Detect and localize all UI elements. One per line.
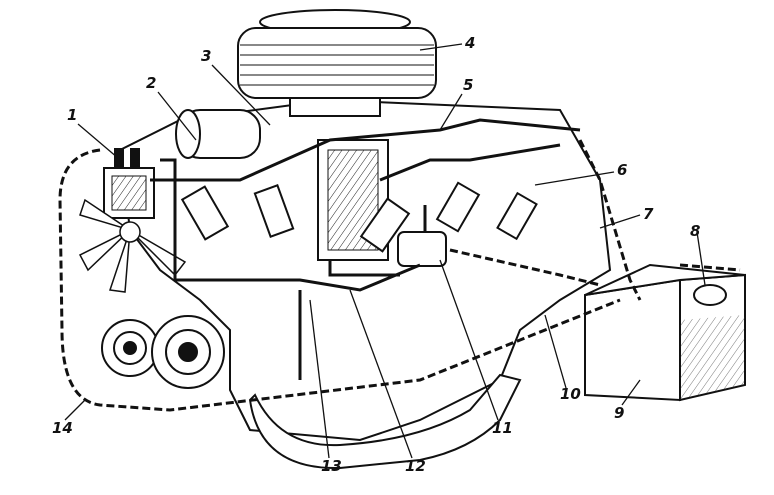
- callout-9: 9: [614, 404, 625, 422]
- engine-block: [118, 98, 612, 442]
- injectors: [180, 181, 538, 253]
- callout-12: 12: [405, 457, 426, 475]
- callout-8: 8: [690, 222, 701, 240]
- callout-6: 6: [617, 161, 628, 179]
- oil-pan: [248, 373, 522, 470]
- callout-2: 2: [146, 74, 157, 92]
- fuel-tank: [584, 263, 746, 402]
- fan: [78, 198, 187, 293]
- drain-lines: [58, 139, 741, 412]
- callout-11: 11: [492, 419, 513, 437]
- pulleys: [101, 315, 225, 389]
- callout-4: 4: [465, 34, 476, 52]
- callout-1: 1: [67, 106, 78, 124]
- callout-5: 5: [463, 76, 474, 94]
- fine-fuel-filter: [103, 148, 155, 219]
- callout-7: 7: [643, 205, 654, 223]
- fuel-lines: [150, 118, 581, 380]
- callout-3: 3: [201, 47, 212, 65]
- air-cleaner: [237, 9, 437, 117]
- callout-14: 14: [52, 419, 73, 437]
- callout-10: 10: [560, 385, 581, 403]
- fuel-priming-pump: [397, 205, 447, 267]
- callout-13: 13: [321, 457, 342, 475]
- leader-lines: [64, 43, 706, 459]
- generator: [175, 109, 261, 159]
